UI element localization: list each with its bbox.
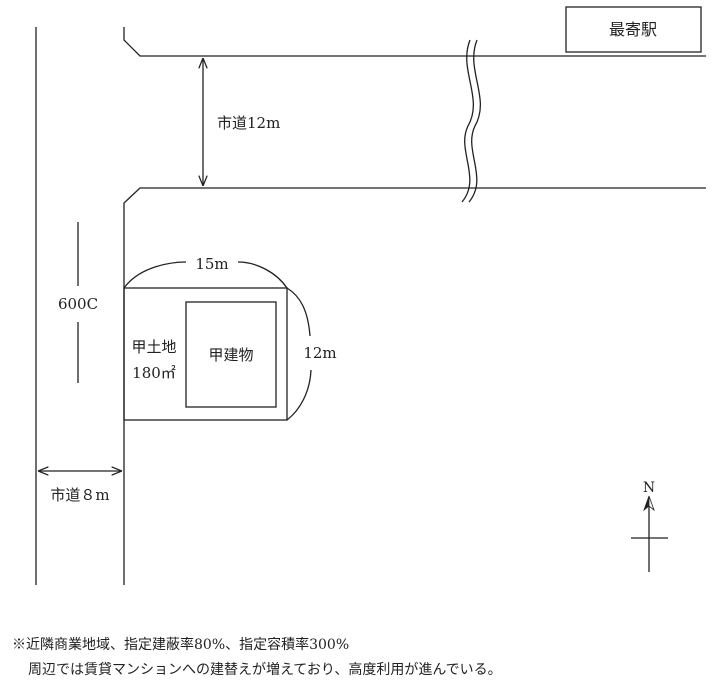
road-8m-label: 市道８m	[50, 486, 109, 504]
station-box	[565, 6, 702, 53]
note-surroundings: 周辺では賃貸マンションへの建替えが増えており、高度利用が進んでいる。	[28, 662, 502, 678]
north-label: N	[643, 480, 655, 496]
road-12m-bottom-edge	[123, 187, 706, 585]
building-outline	[185, 301, 277, 408]
land-name-label: 甲土地	[131, 338, 176, 356]
station-label: 最寄駅	[609, 20, 657, 39]
north-arrow-head	[643, 495, 650, 512]
note-zoning: ※近隣商業地域、指定建蔽率80%、指定容積率300%	[12, 637, 350, 653]
break-mark	[461, 39, 474, 203]
land-area-label: 180㎡	[132, 364, 176, 382]
road-12m-label: 市道12m	[217, 114, 280, 132]
site-map: 最寄駅 市道12m 600C 15m 12m 甲土地 180㎡ 甲建物 市道８m…	[35, 6, 706, 585]
break-mark	[468, 39, 481, 203]
frontage-dimension-arc	[123, 261, 288, 289]
lot-boundary	[123, 287, 288, 421]
depth-dimension-arc	[286, 287, 312, 421]
north-arrow-head-right	[648, 495, 655, 512]
frontage-label: 15m	[195, 255, 228, 273]
depth-label: 12m	[303, 344, 336, 362]
building-name-label: 甲建物	[208, 346, 253, 364]
road-12m-top-edge	[123, 27, 706, 57]
road-length-label: 600C	[58, 295, 98, 313]
